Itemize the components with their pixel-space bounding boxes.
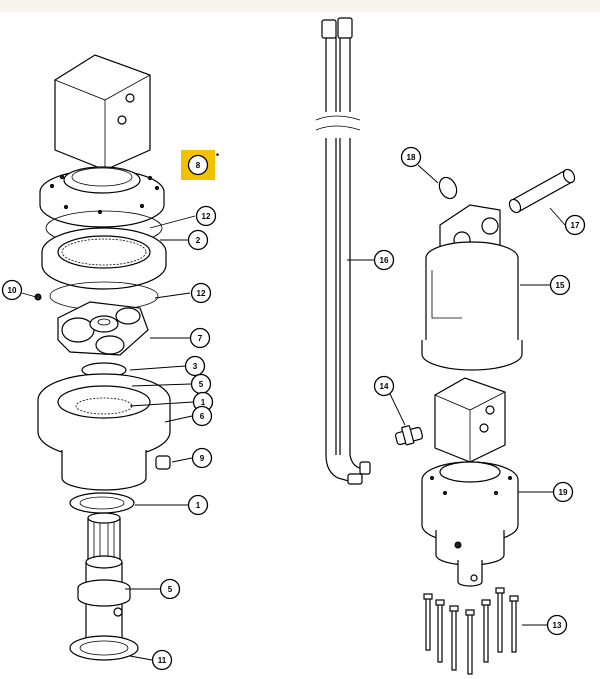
top-border-bar	[0, 0, 600, 12]
callout-number: 11	[158, 656, 167, 665]
ring-gear	[41, 227, 167, 290]
callout-circle	[187, 229, 209, 251]
callout-c1b: 1	[135, 494, 209, 516]
callout-circle	[373, 375, 395, 397]
plug	[155, 455, 171, 470]
callout-circle	[400, 146, 422, 168]
leader-line	[129, 401, 194, 407]
callout-c2: 2	[160, 229, 209, 251]
callout-number: 17	[571, 221, 580, 230]
callout-number: 12	[197, 289, 206, 298]
callout-circle	[159, 578, 181, 600]
leader-line	[129, 365, 186, 371]
callout-circle	[151, 649, 173, 671]
callout-number: 6	[200, 412, 205, 421]
drive-unit	[421, 461, 519, 587]
callout-number: 1	[196, 501, 201, 510]
callout-circle	[191, 405, 213, 427]
leader-line	[129, 655, 153, 661]
housing	[37, 373, 171, 491]
callout-number: 19	[559, 488, 568, 497]
callout-c11: 11	[129, 649, 173, 671]
leader-line	[549, 207, 566, 226]
callout-c19: 19	[518, 481, 574, 503]
callout-number: 15	[556, 281, 565, 290]
callout-circle	[187, 494, 209, 516]
callout-c7: 7	[150, 327, 211, 349]
clevis-cylinder	[421, 204, 523, 371]
callout-c8: *8	[181, 150, 220, 180]
callout-c10: 10	[1, 279, 37, 301]
planet-carrier	[57, 301, 149, 356]
seal	[69, 635, 139, 661]
bolt-set	[423, 587, 519, 675]
callout-number: 2	[196, 236, 201, 245]
callout-c13: 13	[522, 614, 568, 636]
callout-number: 7	[198, 334, 203, 343]
callout-c18: 18	[400, 146, 439, 184]
callout-circle	[190, 282, 212, 304]
leader-line	[417, 164, 439, 184]
callout-number: 16	[380, 256, 389, 265]
callout-circle	[195, 205, 217, 227]
top-flange	[39, 166, 165, 228]
output-shaft	[77, 512, 131, 647]
callout-circle	[189, 327, 211, 349]
lower-motor-block	[434, 377, 506, 463]
leader-line	[21, 292, 37, 298]
callout-circle	[373, 249, 395, 271]
callout-circle	[184, 355, 206, 377]
callout-number: 14	[380, 382, 389, 391]
callout-c16: 16	[347, 249, 395, 271]
right-assembly	[394, 168, 576, 675]
leader-line	[131, 383, 192, 387]
callout-number: 12	[202, 212, 211, 221]
callout-c14: 14	[373, 375, 406, 426]
callout-c12a: 12	[149, 205, 217, 229]
callout-number: 18	[407, 153, 416, 162]
callout-c15: 15	[520, 274, 571, 296]
fitting	[394, 425, 424, 446]
callout-c17: 17	[549, 207, 586, 236]
callout-circle	[191, 447, 213, 469]
asterisk-mark: *	[216, 152, 220, 161]
callout-c9: 9	[171, 447, 213, 469]
callout-c1a: 1	[129, 391, 214, 413]
retainer-clip	[438, 176, 458, 200]
callout-circle	[187, 154, 209, 176]
callout-number: 5	[168, 585, 173, 594]
leader-line	[171, 457, 193, 463]
callout-number: 13	[553, 621, 562, 630]
callout-number: 1	[201, 398, 206, 407]
motor-block	[54, 54, 151, 171]
hydraulic-hoses	[315, 17, 371, 485]
callout-number: 10	[8, 286, 17, 295]
callout-circle	[564, 214, 586, 236]
callout-circle	[552, 481, 574, 503]
callout-number: 5	[199, 380, 204, 389]
callout-c5b: 5	[125, 578, 181, 600]
leader-line	[154, 292, 191, 299]
left-assembly	[34, 54, 171, 661]
callout-c3: 3	[129, 355, 206, 377]
callout-circle	[1, 279, 23, 301]
callout-circle	[549, 274, 571, 296]
callout-number: 8	[196, 161, 201, 170]
leader-line	[149, 215, 196, 229]
callout-number: 3	[193, 362, 198, 371]
leader-line	[164, 415, 193, 423]
callout-c12b: 12	[154, 282, 212, 304]
leader-line	[389, 393, 406, 426]
callout-number: 9	[200, 454, 205, 463]
callout-c6: 6	[164, 405, 213, 427]
callout-circle	[546, 614, 568, 636]
pin	[508, 168, 576, 214]
